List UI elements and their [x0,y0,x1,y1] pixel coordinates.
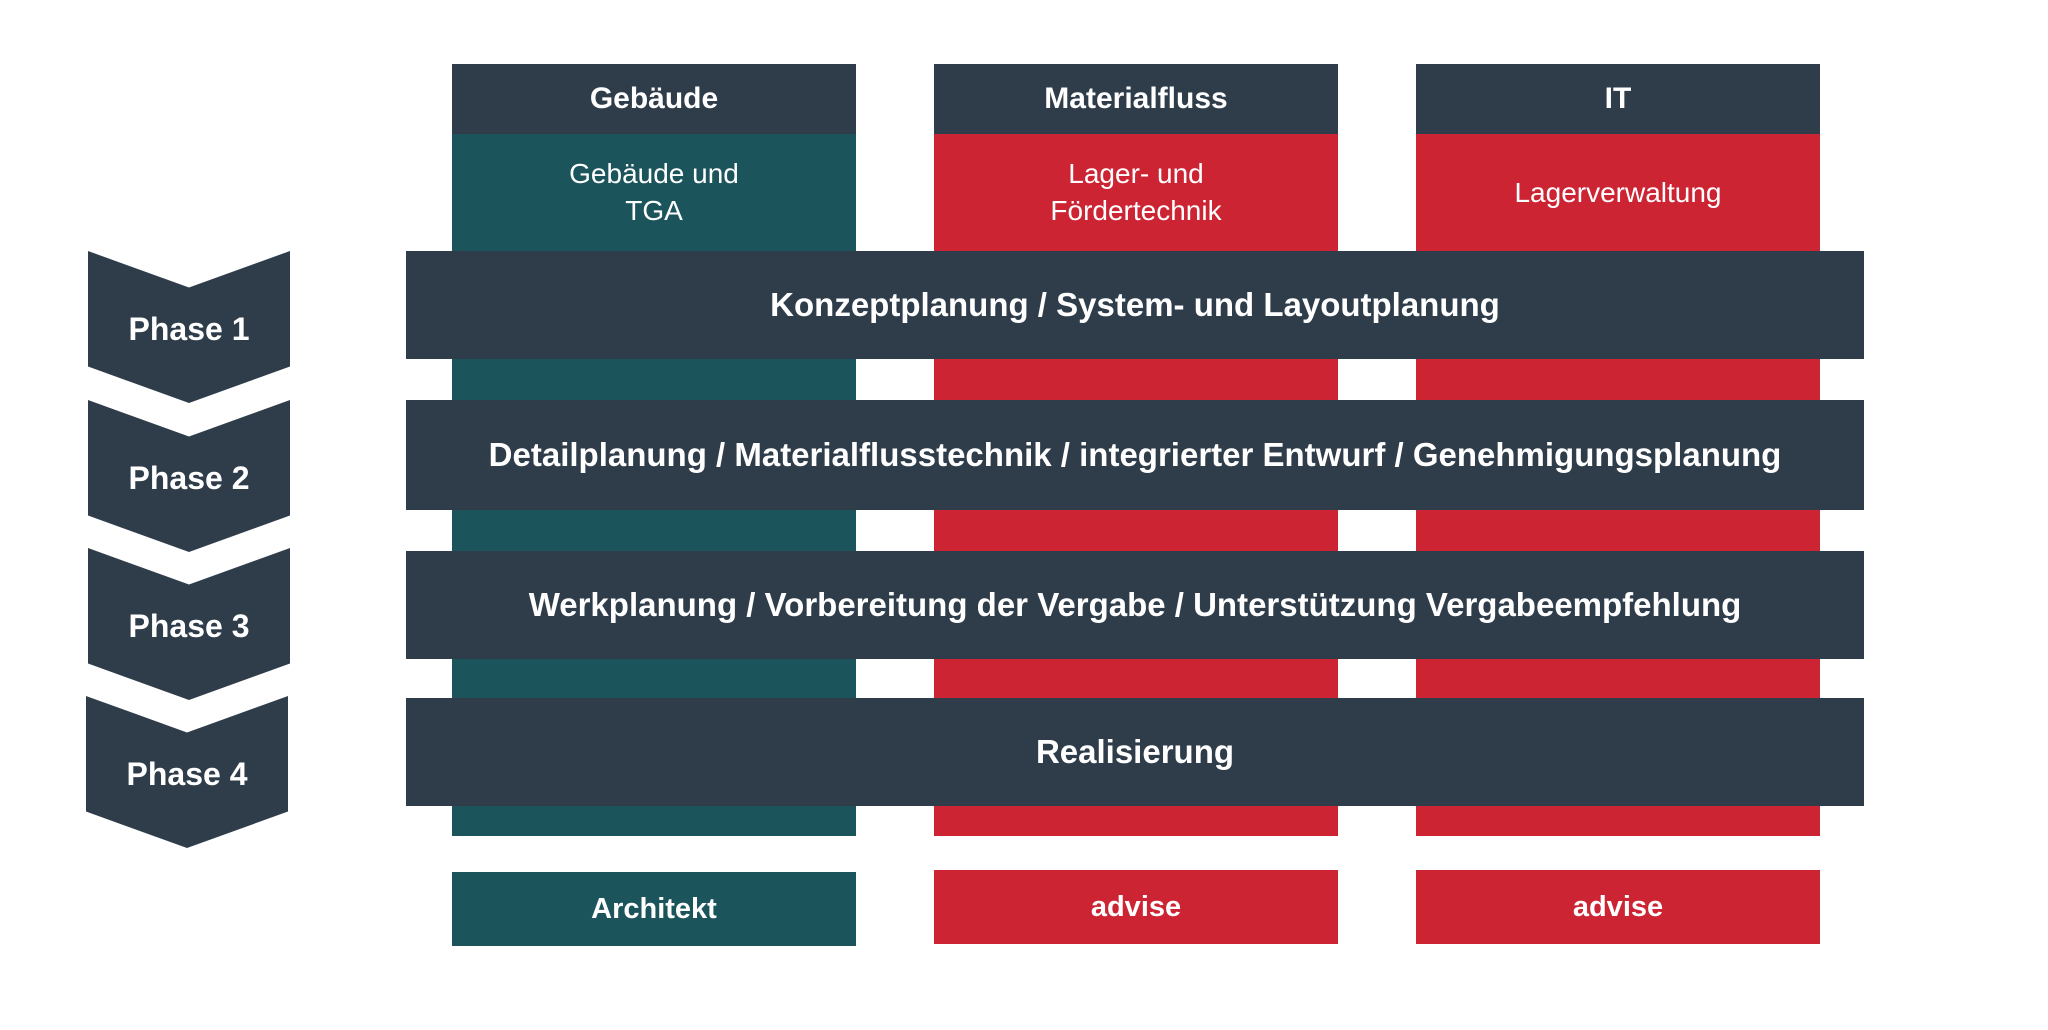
column-it-subtitle: Lagerverwaltung [1514,176,1722,208]
phase-1-bar: Konzeptplanung / System- und Layoutplanu… [406,251,1864,359]
phase-4-bar: Realisierung [406,698,1864,806]
phase-3-bar: Werkplanung / Vorbereitung der Vergabe /… [406,551,1864,659]
column-it-header: IT [1416,64,1820,134]
phase-2-chevron: Phase 2 [88,400,290,552]
phase-2-bar: Detailplanung / Materialflusstechnik / i… [406,400,1864,510]
column-gebaeude-header: Gebäude [452,64,856,134]
phase-1-chevron: Phase 1 [88,251,290,403]
column-it-owner: advise [1416,870,1820,944]
column-materialfluss-header: Materialfluss [934,64,1338,134]
column-materialfluss-subtitle: Lager- und Fördertechnik [1050,158,1222,226]
column-gebaeude-subtitle: Gebäude und TGA [569,158,739,226]
column-materialfluss-owner: advise [934,870,1338,944]
column-gebaeude-owner: Architekt [452,872,856,946]
phase-3-chevron: Phase 3 [88,548,290,700]
phase-4-chevron: Phase 4 [86,696,288,848]
